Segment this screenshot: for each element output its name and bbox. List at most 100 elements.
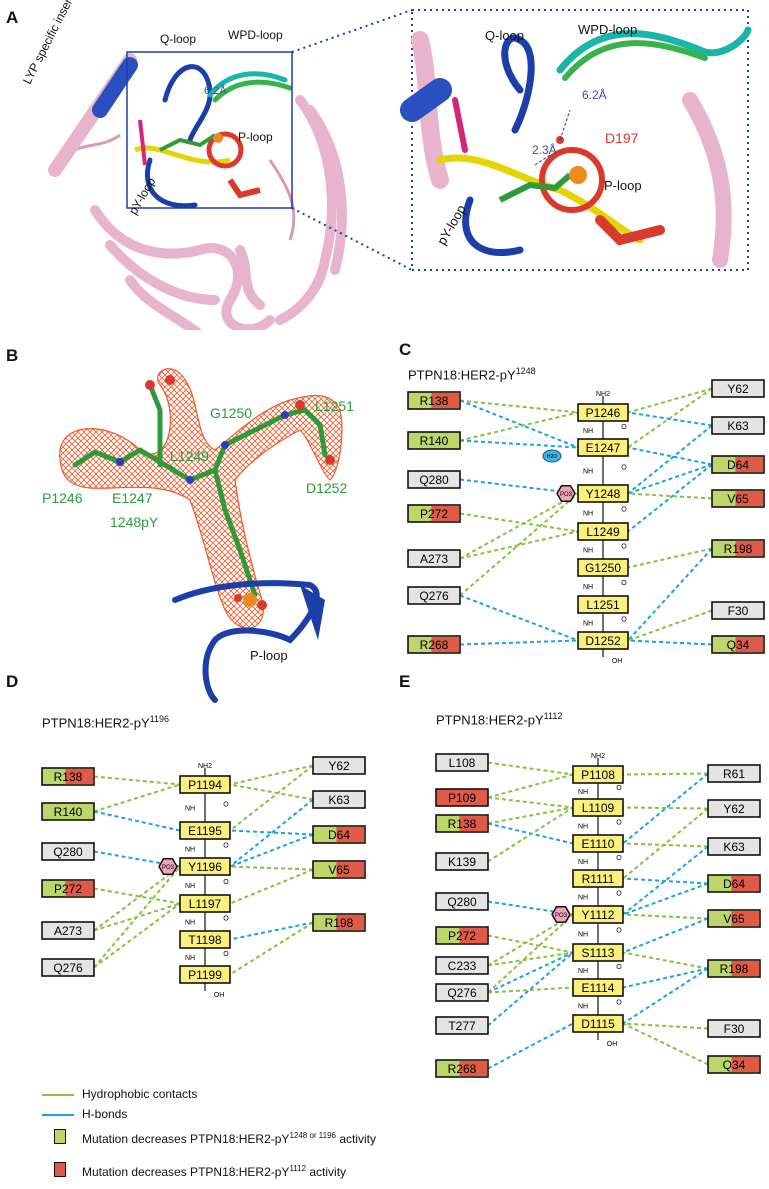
panel_c-left-Q276: Q276: [407, 586, 461, 605]
panel_e-right-V65-label-b: 65: [731, 912, 745, 926]
panel_c-left-R268-red: [431, 636, 460, 653]
panel_e-right-Q34-label-a: Q: [723, 1058, 732, 1072]
panel_d-left-Q276-label: Q276: [53, 961, 83, 975]
panel_e-left-Q276: Q276: [435, 983, 489, 1002]
panel_c-link-r-17: [627, 463, 713, 533]
panel_e-center-R1111-box: [572, 869, 624, 888]
panel_d-center-T1198: T1198: [179, 930, 231, 949]
panel_d-nh-4: NH: [185, 955, 195, 962]
panel_d-link-r-15: [229, 865, 314, 871]
panel_c-left-R140-label-a: R140: [420, 434, 449, 448]
panel_d-link-r-9: [229, 764, 314, 786]
panel_e-left-T277-box: [435, 1016, 489, 1035]
panel_d-right-D64-label-b: 64: [337, 828, 351, 842]
panel_d-right-K63-label-a: K63: [328, 793, 350, 807]
panel_d-center-P1199: P1199: [179, 965, 231, 984]
panel_c-center-D1252-box: [577, 631, 629, 650]
panel_e-right-Y62-label: Y62: [723, 802, 745, 816]
panel_d-left-P272-label-a: P: [54, 882, 62, 896]
panel_c-left-A273-label: A273: [420, 552, 448, 566]
panel_d-center-Y1196-label-a: Y1196: [188, 860, 222, 874]
panel_e-nh-4: NH: [578, 932, 588, 939]
panel_c-right-R198-label-a: R1: [724, 542, 740, 556]
panel_d-right-V65-label: V65: [328, 863, 350, 877]
panel_e-link-l-13: [487, 951, 574, 1027]
panel_e-center-D1115-box: [572, 1014, 624, 1033]
panel_c-o-3: O: [621, 544, 627, 551]
panel_c-right-D64-label: D64: [727, 458, 749, 472]
panel_e-right-K63-label: K63: [723, 840, 745, 854]
panel_e-center-E1110-box: [572, 834, 624, 853]
panel_e-link-l-3: [487, 806, 574, 825]
panel-a-structure: [48, 9, 752, 330]
panel_d-left-P272-red: [65, 880, 94, 897]
panel_c-right-Y62: Y62: [711, 379, 765, 398]
panel_e-left-R138: R138: [435, 814, 489, 833]
panel_e-link-r-16: [622, 772, 709, 845]
panel_d-link-l-2: [93, 810, 181, 832]
label-g1250: G1250: [210, 405, 253, 421]
panel_d-center-E1195: E1195: [179, 821, 231, 840]
panel_e-nh-6: NH: [578, 1004, 588, 1011]
panel_c-nh-4: NH: [583, 584, 593, 591]
panel_e-center-L1109: L1109: [572, 798, 624, 817]
panel_e-left-P272: P272: [435, 926, 489, 945]
panel_d-left-R138-label: R138: [54, 770, 83, 784]
panel_e-left-T277-label-a: T277: [448, 1019, 476, 1033]
panel_e-center-S1113: S1113: [572, 943, 624, 962]
panel_c-left-R138-label-a: R1: [420, 394, 436, 408]
panel_d-right-Y62-box: [312, 756, 366, 775]
panel-letter-b: B: [6, 346, 19, 365]
label-d1252: D1252: [306, 480, 348, 496]
panel_e-right-V65: V65: [707, 909, 761, 928]
panel_e-left-L108-label-a: L108: [449, 756, 476, 770]
panel_e-center-E1110-label: E1110: [582, 837, 615, 851]
panel_d-nh-2: NH: [185, 883, 195, 890]
panel_d-right-V65-label-b: 65: [336, 863, 350, 877]
panel_c-link-r-16: [627, 463, 713, 495]
panel_e-left-C233: C233: [435, 956, 489, 975]
panel_d-link-r-14: [229, 833, 314, 868]
panel_e-left-Q276-label: Q276: [447, 986, 477, 1000]
panel_e-link-r-15: [622, 772, 709, 776]
label-p-loop: P-loop: [238, 130, 273, 144]
panel_e-center-S1113-label-a: S1113: [582, 946, 615, 960]
panel_d-center-P1194-box: [179, 775, 231, 794]
panel_c-center-E1247: E1247: [577, 438, 629, 457]
panel_c-left-R268-label-a: R: [420, 638, 429, 652]
panel_c-right-K63-label: K63: [727, 419, 749, 433]
panel_e-link-l-1: [487, 773, 574, 799]
panel_c-center-P1246-label-a: P1246: [586, 406, 621, 420]
panel_d-center-L1197-box: [179, 894, 231, 913]
panel-c-title-main: PTPN18:HER2-pY: [408, 367, 516, 383]
panel_e-right-F30: F30: [707, 1019, 761, 1038]
panel_c-center-L1251-box: [577, 595, 629, 614]
panel_d-left-Q280-box: [41, 842, 95, 861]
panel_d-center-Y1196-label: Y1196: [188, 860, 222, 874]
panel_d-center-E1195-label: E1195: [188, 824, 222, 838]
panel_e-right-K63-box: [707, 837, 761, 856]
panel_d-right-D64-label-a: D: [328, 828, 337, 842]
panel_e-link-l-5: [487, 806, 574, 863]
panel_e-center-D1115-label-a: D1115: [581, 1017, 615, 1031]
panel_d-link-l-8: [93, 902, 181, 969]
panel_d-left-R138-label-a: R1: [54, 770, 70, 784]
panel_c-center-G1250-label: G1250: [585, 561, 621, 575]
panel_c-link-l-10: [459, 639, 579, 646]
panel_e-right-R198-label-a: R1: [720, 962, 736, 976]
panel_c-nh-3: NH: [583, 548, 593, 555]
panel_c-center-L1249-label-a: L1249: [586, 525, 620, 539]
panel_e-o-5: O: [616, 964, 622, 971]
panel_d-left-R138: R138: [41, 767, 95, 786]
panel-letter-c: C: [399, 340, 412, 359]
panel_d-center-E1195-box: [179, 821, 231, 840]
panel_e-left-P109-label: P109: [448, 791, 476, 805]
panel_e-link-r-29: [622, 1022, 709, 1066]
panel_e-left-P109: P109: [435, 788, 489, 807]
panel_e-left-K139: K139: [435, 852, 489, 871]
panel_d-right-D64: D64: [312, 825, 366, 844]
panel-e-title-sup: 1112: [543, 711, 563, 721]
legend-green-main: Mutation decreases PTPN18:HER2-pY: [82, 1132, 290, 1146]
panel_e-right-Y62: Y62: [707, 799, 761, 818]
